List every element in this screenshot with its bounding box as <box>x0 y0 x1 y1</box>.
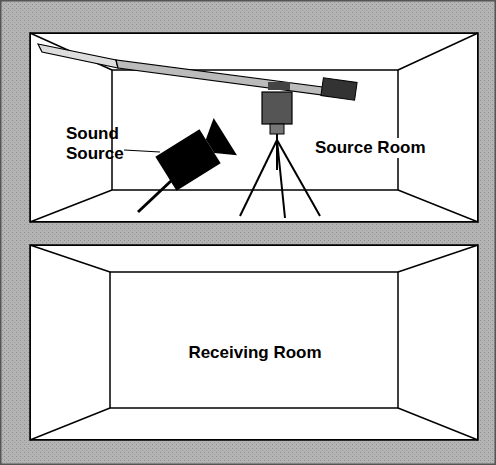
room-label: Source Room <box>313 138 428 158</box>
loudspeaker <box>138 118 237 212</box>
tripod <box>240 92 320 218</box>
microphone-boom <box>38 44 357 100</box>
receiving-room-outline <box>30 245 478 440</box>
room-box: Receiving Room <box>30 245 478 440</box>
leader-line <box>124 150 160 152</box>
room-label: Receiving Room <box>186 343 323 363</box>
part-label: Sound Source <box>64 124 132 163</box>
source-room-outline <box>30 33 478 222</box>
